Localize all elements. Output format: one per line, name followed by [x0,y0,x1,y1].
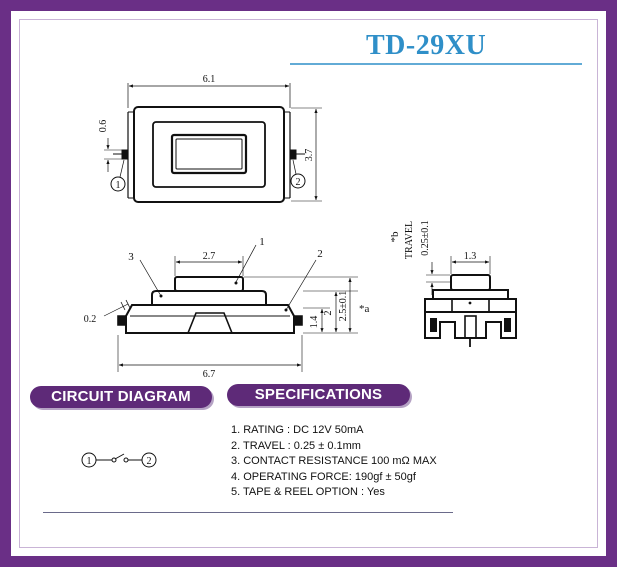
end-view-actuator-width-dim: 1.3 [464,251,477,262]
side-view-base-height-dim: 1.4 [309,316,320,329]
end-view [424,256,517,347]
top-view-terminal-1-label: 1 [116,180,121,191]
top-view-terminal-dim: 0.6 [98,120,109,133]
page-inner-border [19,19,598,548]
circuit-symbol [81,452,157,468]
specifications-header-text: SPECIFICATIONS [254,386,383,403]
side-view-cover-height-dim: 2 [323,311,334,316]
top-view-actuator [170,133,248,175]
top-view [104,83,322,203]
top-view-body [133,106,285,203]
top-view-height-dim: 3.7 [304,149,315,162]
specifications-list: 1. RATING : DC 12V 50mA 2. TRAVEL : 0.25… [231,423,437,501]
end-view-travel-value: 0.25±0.1 [420,220,431,256]
end-view-travel-label: TRAVEL [404,221,415,259]
end-view-note-b: *b [389,231,401,243]
side-view-actuator [174,276,244,292]
side-view-base [125,304,295,334]
side-view [103,244,358,372]
spec-item-travel: 2. TRAVEL : 0.25 ± 0.1mm [231,439,361,452]
side-view-callout-3: 3 [128,251,134,263]
part-number-title: TD-29XU [366,30,487,61]
top-view-terminal-left [121,149,129,160]
spec-item-operating-force: 4. OPERATING FORCE: 190gf ± 50gf [231,470,416,483]
spec-item-rating: 1. RATING : DC 12V 50mA [231,424,364,436]
side-view-overall-width-dim: 6.7 [203,369,216,380]
side-view-note-a: *a [359,303,370,315]
top-view-width-dim: 6.1 [203,74,216,85]
spec-item-contact-resistance: 3. CONTACT RESISTANCE 100 mΩ MAX [231,455,437,467]
side-view-cover [151,290,267,306]
bottom-divider [43,512,453,513]
top-view-terminal-right [289,149,297,160]
top-view-actuator-inner [175,138,243,170]
circuit-node-1: 1 [87,456,92,467]
side-view-actuator-width-dim: 2.7 [203,251,216,262]
circuit-diagram-header: CIRCUIT DIAGRAM [30,386,212,408]
circuit-node-2: 2 [147,456,152,467]
top-view-cover [152,121,266,188]
circuit-diagram-header-text: CIRCUIT DIAGRAM [51,388,191,405]
side-view-total-height-dim: 2.5±0.1 [338,291,349,322]
top-view-terminal-2-label: 2 [296,177,301,188]
side-view-callout-2: 2 [317,248,323,260]
end-view-actuator [450,274,491,291]
side-view-callout-1: 1 [259,236,265,248]
specifications-header: SPECIFICATIONS [227,384,410,406]
side-view-clearance-dim: 0.2 [84,314,97,325]
spec-item-tape-reel: 5. TAPE & REEL OPTION : Yes [231,486,385,498]
